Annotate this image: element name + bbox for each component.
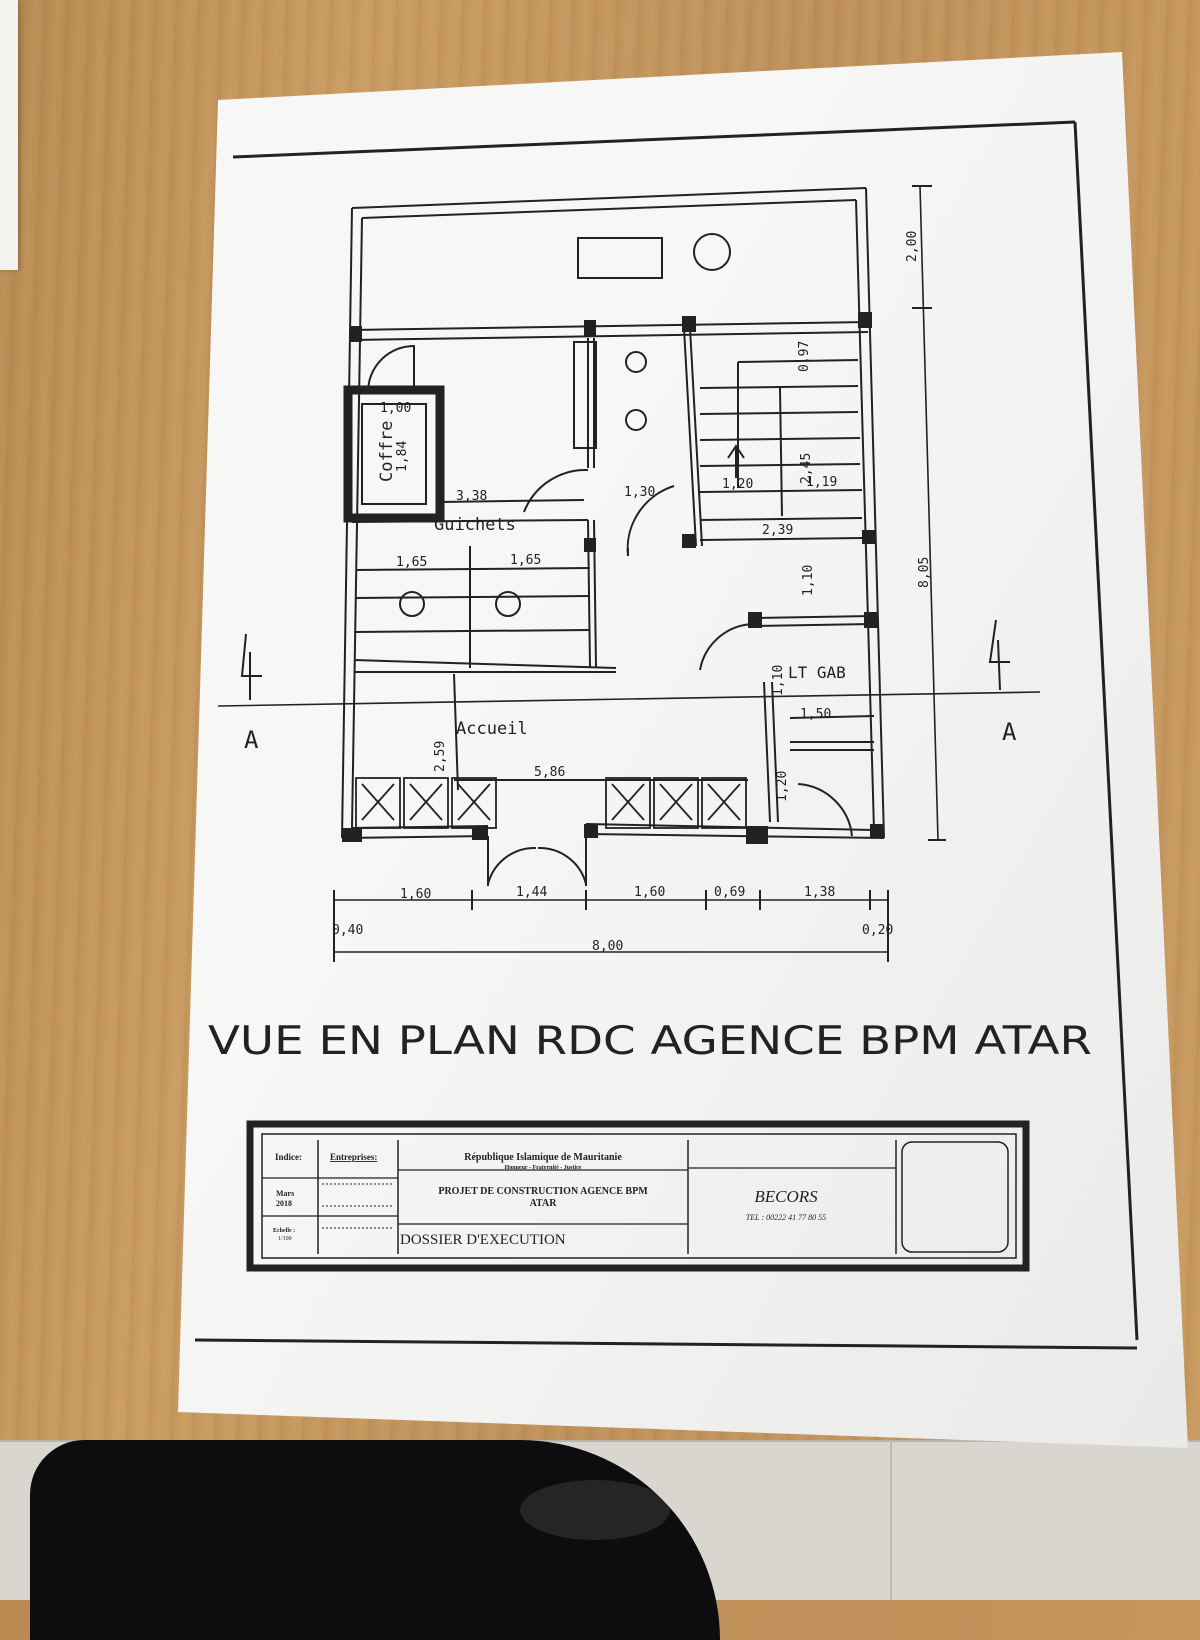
dim-side-120: 1,20 [775, 771, 790, 802]
dim-coffre-depth: 1,84 [395, 441, 410, 472]
dim-gab-150: 1,50 [800, 707, 831, 722]
dim-bottom-160b: 1,60 [634, 885, 665, 900]
dim-coffre-width: 1,00 [380, 401, 411, 416]
tb-entreprises-label: Entreprises: [330, 1152, 377, 1162]
floor-plan-drawing: Coffre Guichets Accueil LT GAB A A 2,00 … [194, 120, 1139, 1350]
dim-guichet-right: 1,65 [510, 553, 541, 568]
paper-sheet [0, 0, 1200, 1600]
dim-corridor: 3,38 [456, 489, 487, 504]
paper-shade [178, 52, 1188, 1448]
wc-door-swing [797, 783, 853, 837]
other-paper-edge [0, 0, 18, 270]
depth-dimension-line [919, 185, 939, 841]
title-block [246, 1120, 1030, 1272]
dim-total-depth: 8,05 [917, 557, 932, 588]
accueil-depth-line [453, 673, 459, 791]
tb-indice-label: Indice: [275, 1152, 302, 1162]
tb-motto: Honneur - Fraternité - Justice [505, 1165, 582, 1171]
entrance-door-swing [487, 846, 587, 885]
dim-bottom-160a: 1,60 [400, 887, 431, 902]
gab-door-swing [699, 623, 755, 671]
dim-stair-110: 1,10 [801, 565, 816, 596]
waiting-seats [355, 777, 747, 829]
dim-bottom-040: 0,40 [332, 923, 363, 938]
frame-bottom-line [194, 1338, 1138, 1350]
dim-stair-119: 1,19 [806, 475, 837, 490]
wall-pillars [342, 312, 884, 844]
counter-front [353, 659, 617, 669]
dim-bottom-138: 1,38 [804, 885, 835, 900]
terrace-wall [351, 321, 869, 331]
coffre-vault [343, 344, 445, 523]
section-marker-left [240, 633, 262, 700]
dim-bottom-144: 1,44 [516, 885, 547, 900]
office-door-swing [523, 468, 589, 513]
dim-accueil-width: 5,86 [534, 765, 565, 780]
tb-dossier: DOSSIER D'EXECUTION [400, 1232, 566, 1248]
dim-door: 1,30 [624, 485, 655, 500]
guichets-wall [351, 519, 589, 523]
tb-project-line2: ATAR [530, 1198, 558, 1209]
tb-republic: République Islamique de Mauritanie [464, 1152, 622, 1163]
section-marker-right [988, 619, 1010, 691]
section-letter-left: A [244, 726, 259, 754]
tb-echelle-value: 1/100 [278, 1236, 292, 1242]
terrace-wall [351, 331, 869, 341]
room-label-lt-gab: LT GAB [788, 663, 846, 682]
guichet-stool [399, 591, 425, 617]
staircase [683, 327, 863, 547]
floor-tile-seam [890, 1440, 892, 1600]
tb-project-line1: PROJET DE CONSTRUCTION AGENCE BPM [438, 1186, 648, 1197]
entrance-jambs [487, 834, 587, 886]
dim-total-width: 8,00 [592, 939, 623, 954]
dim-stair-120: 1,20 [722, 477, 753, 492]
dim-stair-245: 2,45 [799, 453, 814, 484]
dim-top-depth: 2,00 [905, 231, 920, 262]
guichet-line [355, 595, 591, 599]
chair [625, 409, 647, 431]
guichet-line [355, 567, 591, 571]
office-desk [573, 341, 597, 449]
gab-wall [753, 623, 873, 627]
gab-wall [771, 681, 779, 823]
guichet-stool [495, 591, 521, 617]
room-label-coffre: Coffre [377, 421, 397, 482]
tb-echelle-label: Echelle : [273, 1228, 295, 1234]
tb-date-month: Mars [276, 1189, 294, 1198]
room-label-accueil: Accueil [456, 719, 528, 739]
shoe-highlight [520, 1480, 670, 1540]
section-letter-right: A [1002, 718, 1017, 746]
outer-walls [341, 187, 885, 839]
tb-phone: TEL : 00222 41 77 80 55 [746, 1213, 826, 1222]
main-door-swing [626, 485, 675, 557]
drawing-title: VUE EN PLAN RDC AGENCE BPM ATAR [208, 1019, 1092, 1064]
terrace-plant [693, 233, 731, 271]
gab-shelf [789, 715, 875, 719]
tb-date-year: 2018 [276, 1199, 292, 1208]
frame-right-line [1073, 121, 1139, 1341]
dim-bottom-069: 0,69 [714, 885, 745, 900]
gab-wall [753, 615, 873, 619]
corridor-dim-line [439, 499, 585, 503]
dim-guichet-left: 1,65 [396, 555, 427, 570]
dim-accueil-depth: 2,59 [433, 741, 448, 772]
tb-company: BECORS [754, 1187, 818, 1206]
terrace-table [577, 237, 663, 279]
section-line-A-A [217, 691, 1041, 707]
dim-stair-239: 2,39 [762, 523, 793, 538]
room-label-guichets: Guichets [434, 515, 516, 535]
dim-gab-110: 1,10 [771, 665, 786, 696]
chair [625, 351, 647, 373]
dim-stair-097: 0,97 [797, 341, 812, 372]
gab-wall [763, 681, 771, 823]
guichet-line [353, 629, 591, 633]
frame-top-line [232, 120, 1076, 159]
dim-bottom-020: 0,20 [862, 923, 893, 938]
